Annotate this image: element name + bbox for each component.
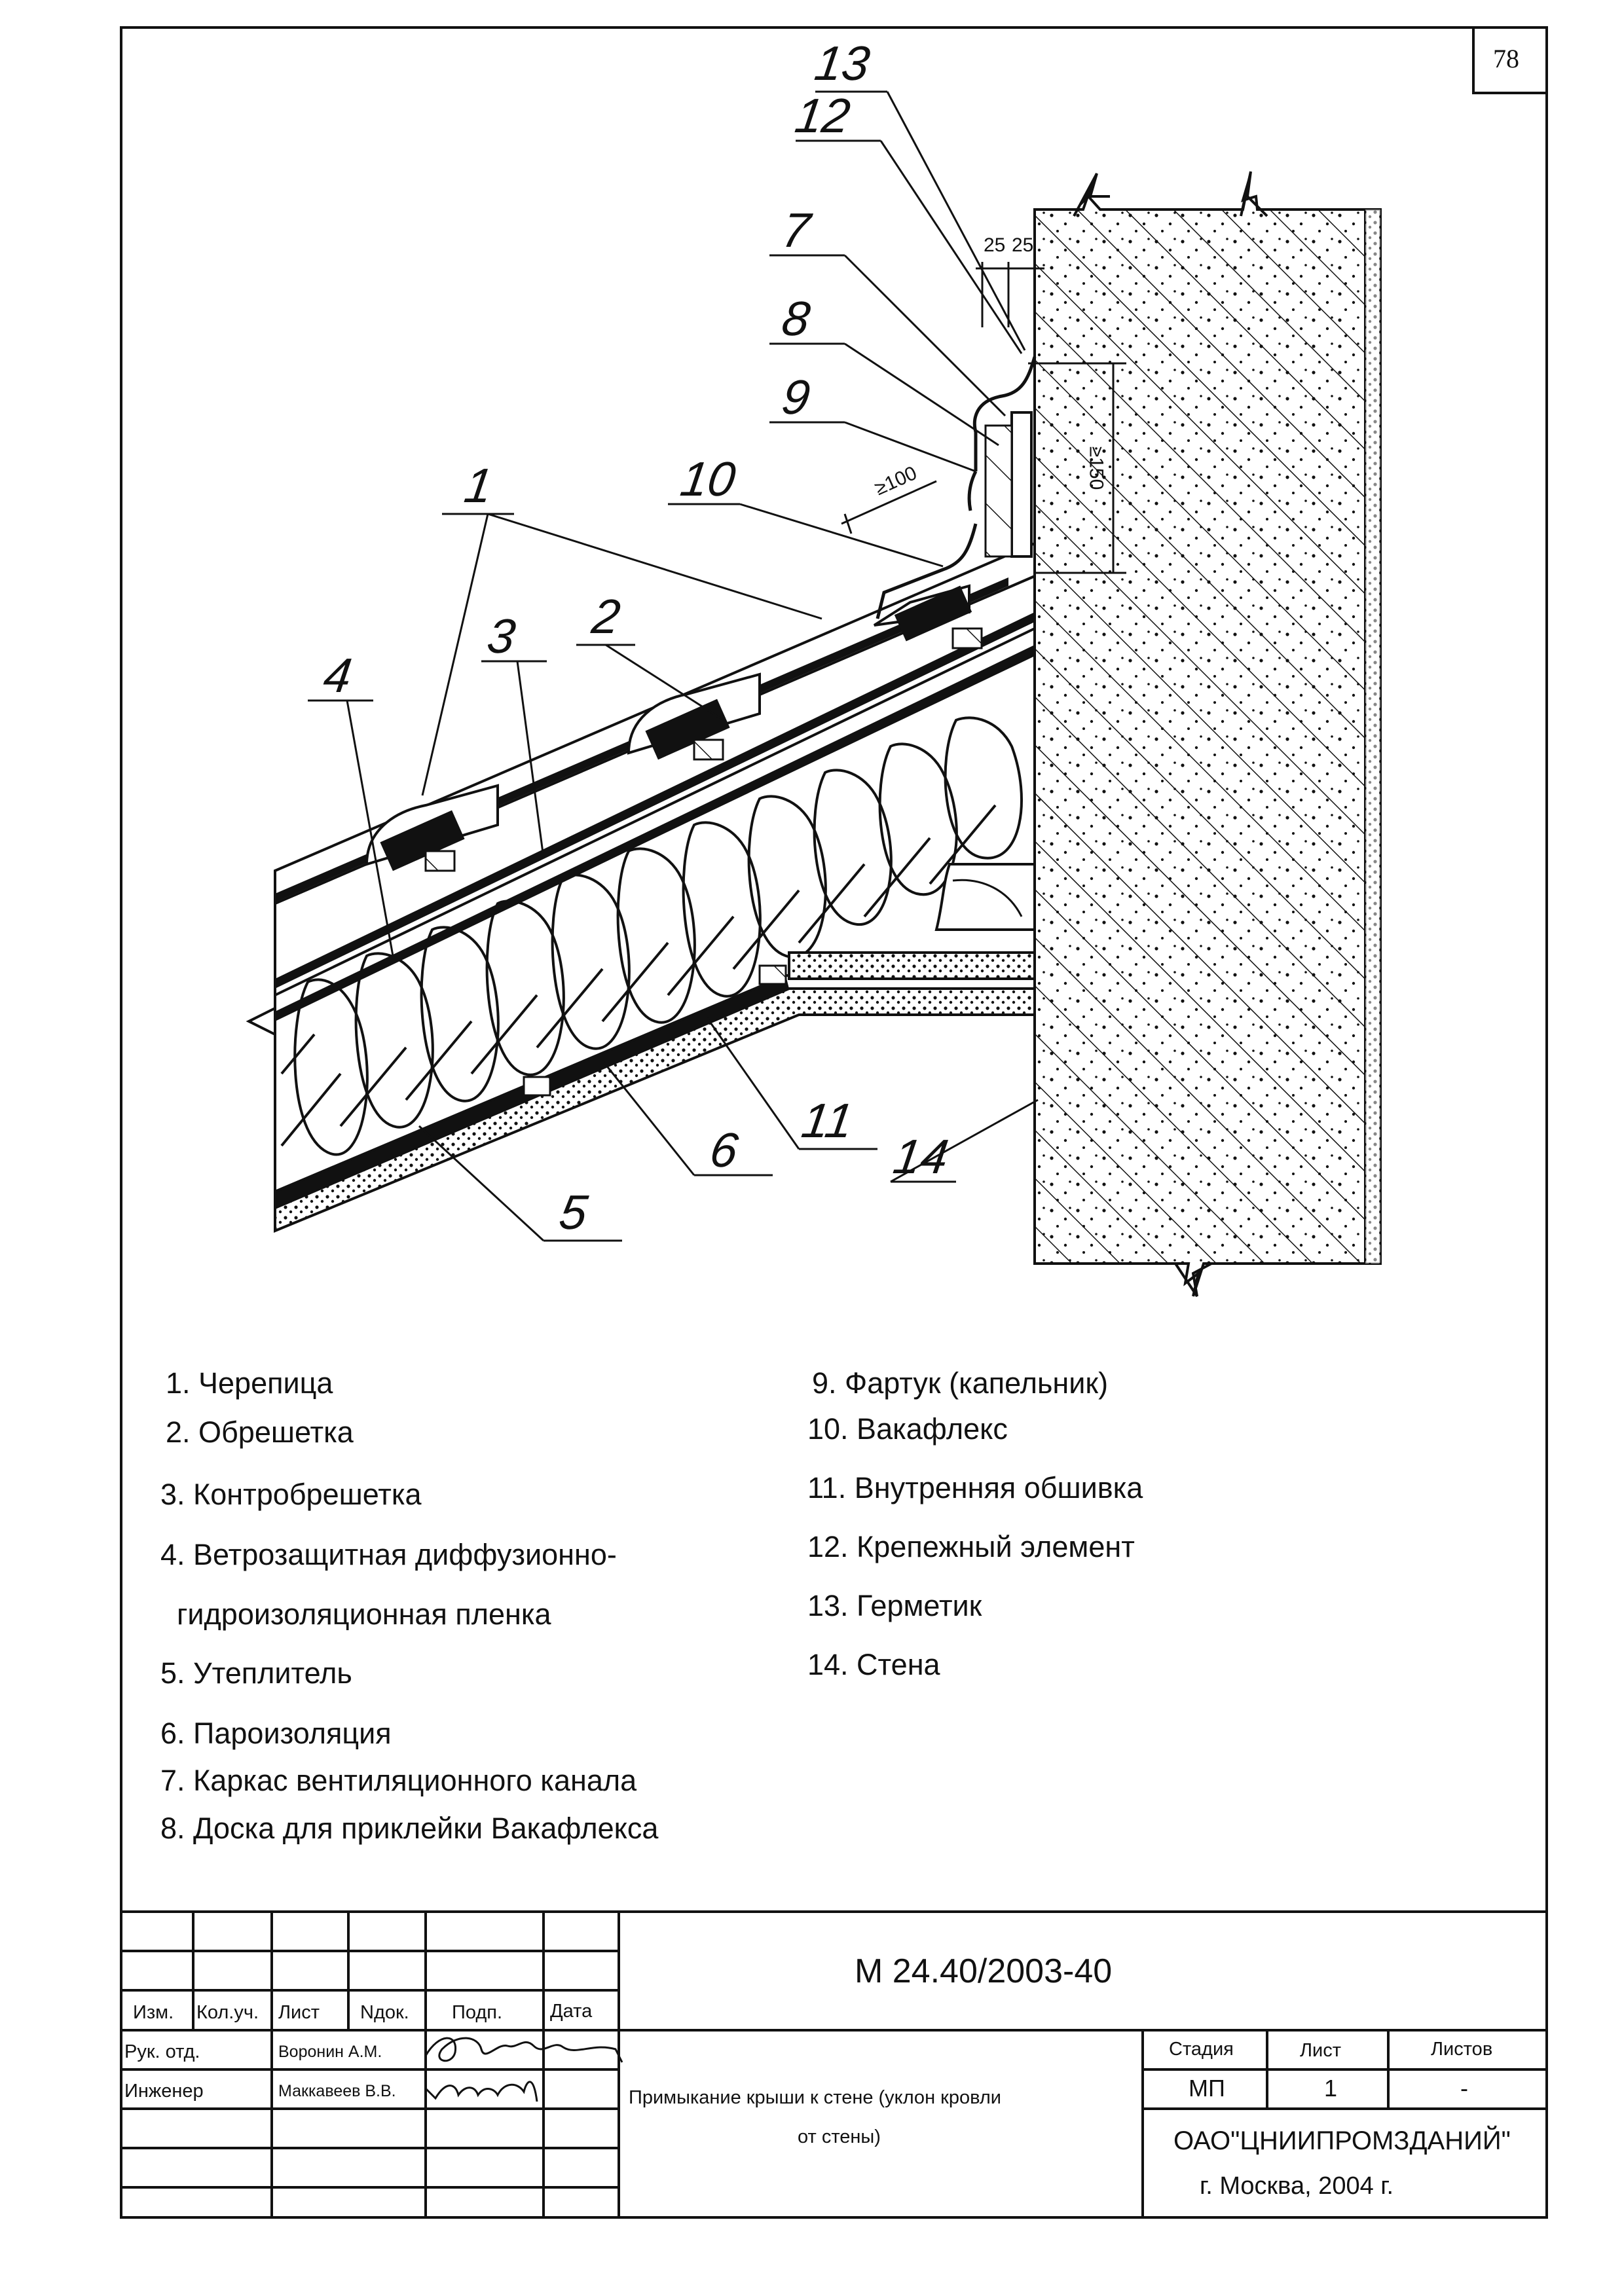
leader-lines (308, 90, 1039, 1242)
legend-item-14: 14. Стена (807, 1648, 940, 1681)
header-data: Дата (550, 2001, 593, 2022)
signature-engineer (424, 2081, 538, 2102)
signature-head (424, 2037, 623, 2063)
roof-section (246, 541, 1036, 1233)
legend-item-4-cont: гидроизоляционная пленка (177, 1597, 551, 1631)
sheet-frame (120, 26, 1548, 2219)
organization: ОАО"ЦНИИПРОМЗДАНИЙ" (1173, 2126, 1511, 2155)
wall-junction (788, 356, 1037, 980)
sheet-value: 1 (1324, 2075, 1338, 2102)
callout-12: 12 (792, 88, 854, 143)
legend-item-4: 4. Ветрозащитная диффузионно- (160, 1538, 617, 1571)
document-code: М 24.40/2003-40 (855, 1952, 1113, 1990)
stage-header: Стадия (1169, 2039, 1234, 2060)
wall (1033, 171, 1382, 1298)
legend-item-10: 10. Вакафлекс (807, 1412, 1008, 1446)
sheet-header: Лист (1300, 2040, 1342, 2061)
legend-item-6: 6. Пароизоляция (160, 1717, 392, 1750)
legend-item-7: 7. Каркас вентиляционного канала (160, 1764, 637, 1797)
drawing-title-line-2: от стены) (798, 2126, 881, 2147)
header-izm: Изм. (133, 2002, 174, 2023)
city-year: г. Москва, 2004 г. (1200, 2172, 1394, 2200)
page-number: 78 (1493, 44, 1519, 73)
sheets-value: - (1460, 2075, 1468, 2102)
callout-11: 11 (798, 1093, 857, 1148)
header-ndok: Nдок. (360, 2002, 409, 2023)
legend-item-12: 12. Крепежный элемент (807, 1530, 1135, 1563)
header-list: Лист (278, 2002, 320, 2023)
name-head-of-department: Воронин А.М. (278, 2043, 382, 2061)
header-podp: Подп. (452, 2002, 503, 2023)
dimension-min-150: ≥150 (1085, 446, 1107, 490)
legend-item-9: 9. Фартук (капельник) (812, 1366, 1109, 1400)
legend-item-11: 11. Внутренняя обшивка (807, 1471, 1143, 1504)
legend-item-5: 5. Утеплитель (160, 1656, 352, 1690)
role-head-of-department: Рук. отд. (124, 2041, 200, 2062)
drawing-title-line-1: Примыкание крыши к стене (уклон кровли (629, 2087, 1001, 2108)
dimension-25-right: 25 (1012, 234, 1034, 256)
callout-13: 13 (811, 36, 874, 90)
legend-item-8: 8. Доска для приклейки Вакафлекса (160, 1812, 659, 1845)
dimension-25-left: 25 (984, 234, 1006, 256)
legend-item-13: 13. Герметик (807, 1589, 982, 1622)
role-engineer: Инженер (124, 2081, 204, 2102)
name-engineer: Маккавеев В.В. (278, 2082, 396, 2100)
title-block-grid (121, 1910, 1547, 2217)
header-kol-uch: Кол.уч. (196, 2002, 259, 2023)
stage-value: МП (1189, 2075, 1225, 2102)
page-number-box (1472, 26, 1548, 94)
legend-item-1: 1. Черепица (166, 1366, 333, 1400)
legend-item-2: 2. Обрешетка (166, 1415, 354, 1449)
dimension-lines (841, 255, 1126, 574)
sheets-header: Листов (1431, 2039, 1493, 2060)
callout-10: 10 (677, 452, 739, 506)
legend-item-3: 3. Контробрешетка (160, 1478, 422, 1511)
callout-14: 14 (890, 1129, 952, 1184)
